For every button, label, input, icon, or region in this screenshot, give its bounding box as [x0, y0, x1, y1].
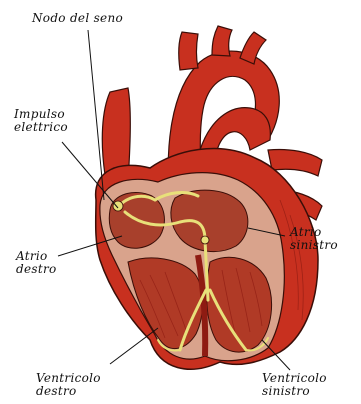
label-atrio-destro-line2: destro: [16, 263, 57, 276]
label-impulso-elettrico: Impulso elettrico: [14, 108, 68, 134]
leader-ventricolo-destro: [110, 328, 158, 364]
label-ventricolo-destro: Ventricolo destro: [36, 372, 101, 398]
carotid-artery: [212, 26, 232, 56]
sa-node-marker: [113, 201, 123, 211]
label-nodo-seno: Nodo del seno: [32, 12, 123, 25]
label-impulso-line2: elettrico: [14, 121, 68, 134]
label-ventricolo-sinistro: Ventricolo sinistro: [262, 372, 327, 398]
av-node-marker: [201, 236, 209, 244]
label-ventricolo-destro-line2: destro: [36, 385, 101, 398]
label-atrio-sinistro-line2: sinistro: [290, 239, 338, 252]
right-ventricle-cavity: [128, 258, 203, 349]
label-ventricolo-sinistro-line2: sinistro: [262, 385, 327, 398]
brachiocephalic-artery: [179, 32, 198, 70]
subclavian-artery: [240, 32, 266, 64]
leader-nodo-seno: [88, 30, 104, 200]
label-atrio-sinistro: Atrio sinistro: [290, 226, 338, 252]
label-atrio-destro: Atrio destro: [16, 250, 57, 276]
label-nodo-seno-text: Nodo del seno: [32, 12, 123, 25]
